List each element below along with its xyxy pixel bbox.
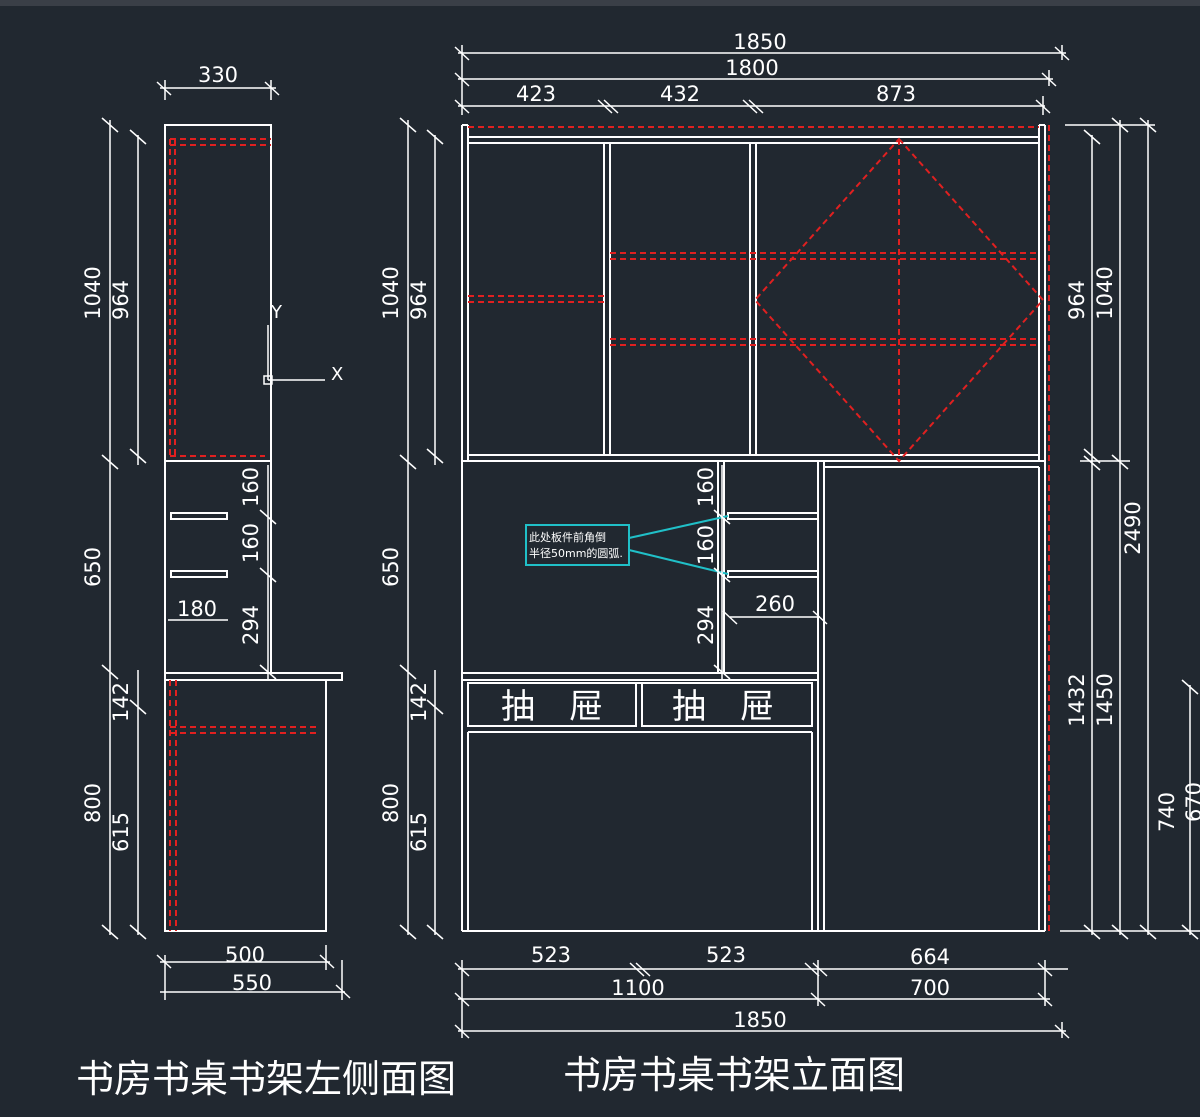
front-shelf-2: [727, 570, 819, 578]
front-dim-800: 800: [379, 783, 403, 823]
window-top-strip: [0, 0, 1200, 6]
note-leader-2: [628, 549, 729, 575]
front-middle-divider: [717, 460, 725, 674]
side-shelf-1: [170, 512, 228, 520]
front-dim-142: 142: [407, 682, 431, 722]
side-dim-615: 615: [109, 812, 133, 852]
diamond-hidden-lines: [753, 137, 1045, 463]
ucs-x-label: X: [331, 364, 343, 385]
front-upper-divider-1: [603, 142, 611, 456]
side-view: Y X: [76, 63, 456, 1101]
front-dim-523-mid: 523: [706, 943, 746, 967]
front-dim-873: 873: [876, 82, 916, 106]
front-dim-294: 294: [694, 605, 718, 645]
front-dim-964-left: 964: [407, 280, 431, 320]
front-view: 抽 屉 抽 屉 此处板件前角倒 半径50mm的圆弧.: [379, 30, 1200, 1097]
front-dim-664: 664: [910, 945, 950, 969]
front-drawer-left: [467, 682, 637, 727]
front-dim-615: 615: [407, 812, 431, 852]
front-dim-432: 432: [660, 82, 700, 106]
side-shelf-2: [170, 570, 228, 578]
front-desk-top: [461, 672, 819, 681]
front-shelf-1: [727, 512, 819, 520]
side-upper-outline: [164, 124, 272, 462]
side-dim-180: 180: [177, 597, 217, 621]
side-dim-800: 800: [81, 783, 105, 823]
note-callout-box: [525, 524, 630, 566]
side-dim-650: 650: [81, 547, 105, 587]
front-upper-divider-2: [749, 142, 757, 456]
front-dim-160b: 160: [694, 525, 718, 565]
side-view-title: 书房书桌书架左侧面图: [76, 1057, 456, 1101]
front-dim-964-right: 964: [1065, 280, 1089, 320]
front-drawer-right: [641, 682, 813, 727]
front-view-title: 书房书桌书架立面图: [563, 1053, 905, 1097]
front-dim-1850-bottom: 1850: [733, 1008, 786, 1032]
front-dim-1432: 1432: [1065, 673, 1089, 726]
front-dim-670: 670: [1182, 782, 1200, 822]
side-dim-294: 294: [239, 605, 263, 645]
front-right-cabinet-divider: [817, 460, 825, 932]
ucs-y-label: Y: [270, 302, 283, 323]
front-dim-1040-right: 1040: [1093, 266, 1117, 319]
side-dim-160a: 160: [239, 467, 263, 507]
front-dim-1800: 1800: [725, 56, 778, 80]
side-desk-top: [164, 672, 343, 681]
front-dim-650: 650: [379, 547, 403, 587]
front-dim-700: 700: [910, 976, 950, 1000]
front-dim-1850-top: 1850: [733, 30, 786, 54]
front-dim-423: 423: [516, 82, 556, 106]
side-dim-550: 550: [232, 971, 272, 995]
front-dim-160a: 160: [694, 467, 718, 507]
front-dim-1040-left: 1040: [379, 266, 403, 319]
front-dim-740: 740: [1155, 792, 1179, 832]
drawer-label-right: 抽 屉: [672, 687, 774, 727]
side-dim-1040: 1040: [81, 266, 105, 319]
front-dim-523-left: 523: [531, 943, 571, 967]
side-dim-160b: 160: [239, 523, 263, 563]
side-dim-330: 330: [198, 63, 238, 87]
note-leader-1: [628, 515, 729, 539]
side-base-outline: [164, 679, 327, 932]
front-dim-2490: 2490: [1121, 501, 1145, 554]
side-dim-142: 142: [109, 682, 133, 722]
side-dim-500: 500: [225, 943, 265, 967]
front-dim-1450: 1450: [1093, 673, 1117, 726]
ucs-axis-icon: Y X: [263, 302, 343, 385]
note-line-1: 此处板件前角倒: [529, 530, 606, 544]
front-dim-1100: 1100: [611, 976, 664, 1000]
front-dim-260: 260: [755, 592, 795, 616]
drawer-label-left: 抽 屉: [501, 687, 603, 727]
note-line-2: 半径50mm的圆弧.: [529, 546, 623, 560]
side-dim-964: 964: [109, 280, 133, 320]
